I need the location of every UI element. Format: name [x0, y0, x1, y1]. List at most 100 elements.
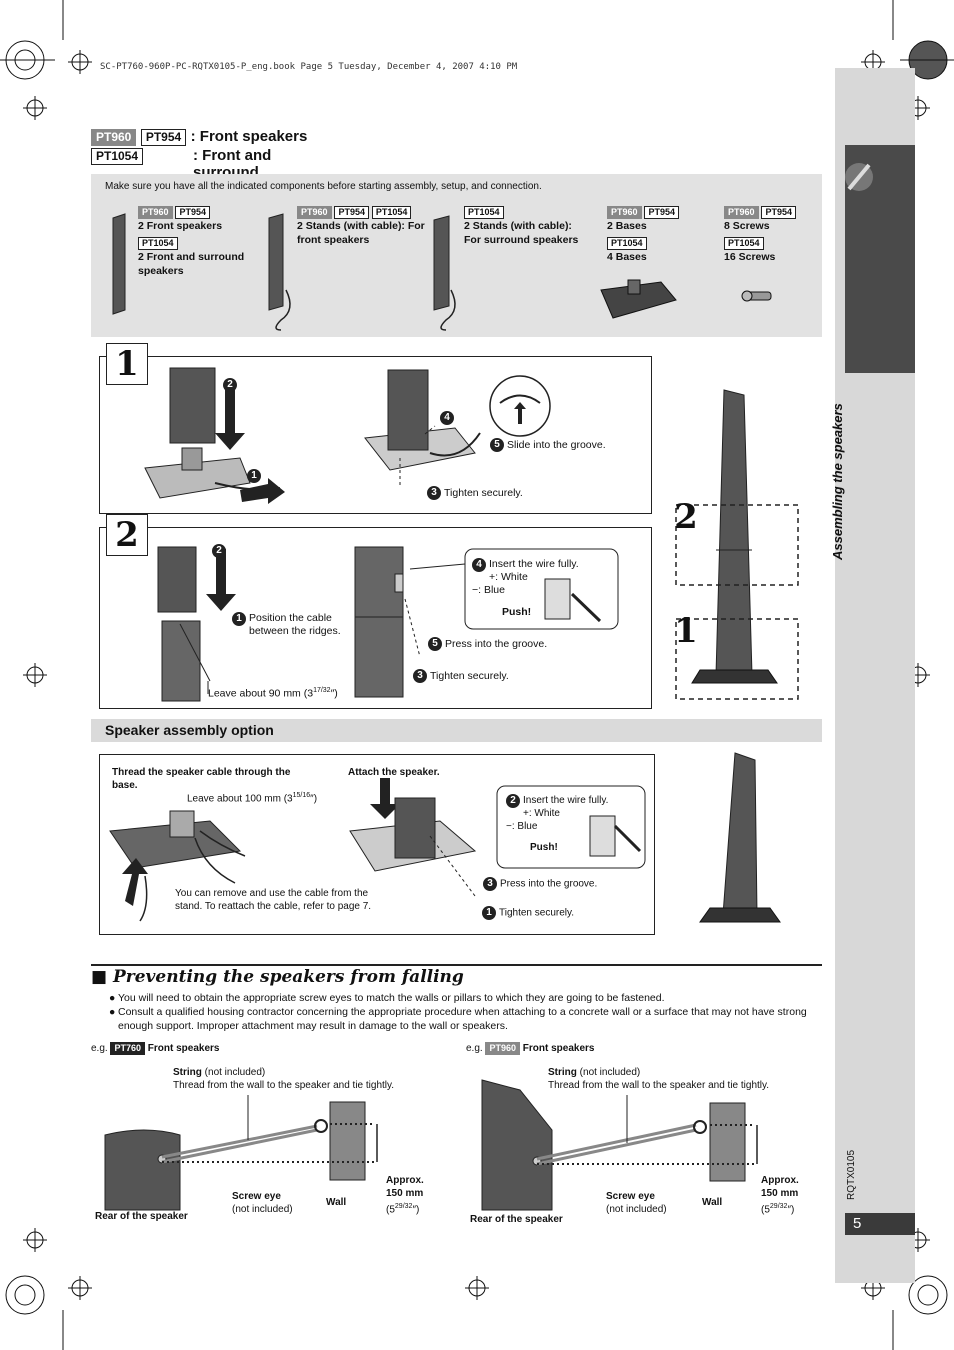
thread-left: Thread from the wall to the speaker and …: [173, 1080, 395, 1091]
step2-number: 2: [106, 514, 148, 556]
option-c1: 1: [482, 906, 496, 920]
tag-pt954: PT954: [761, 206, 796, 219]
screw-eye-right-label: Screw eye: [606, 1191, 655, 1202]
step2-white: +: White: [489, 571, 528, 583]
side-label-2: 2: [674, 497, 698, 537]
screw-icon: [741, 290, 772, 302]
speakers-b-label: 2 Front and surround speakers: [138, 251, 245, 277]
component-speakers: PT960 PT954 2 Front speakers PT1054 2 Fr…: [138, 205, 258, 278]
rear-left: Rear of the speaker: [95, 1211, 188, 1222]
doc-code: RQTX0105: [846, 1149, 857, 1200]
eg-right: e.g.: [466, 1043, 483, 1054]
string-left-not-included: (not included): [204, 1067, 266, 1078]
step2-insert: 4 Insert the wire fully. +: White −: Blu…: [472, 558, 612, 619]
section-rule: [91, 964, 822, 966]
step1-callout-4: 4: [440, 409, 457, 427]
option-attach: Attach the speaker.: [348, 767, 440, 778]
step2-tighten-text: Tighten securely.: [430, 669, 509, 682]
example-right-diagram: [481, 1079, 758, 1211]
side-label-1: 1: [674, 611, 698, 651]
tag-pt1054: PT1054: [464, 206, 504, 219]
bullet-2: Consult a qualified housing contractor c…: [118, 1006, 807, 1032]
option-illustration: [109, 778, 646, 922]
option-leave: Leave about 100 mm (315/16″): [187, 789, 317, 805]
bases-a-label: 2 Bases: [607, 220, 647, 232]
stands-front-label: 2 Stands (with cable): For front speaker…: [297, 220, 425, 246]
sidebar-section-title: Assembling the speakers: [830, 403, 845, 560]
tag-pt960: PT960: [724, 206, 759, 219]
step1-tighten-text: Tighten securely.: [444, 486, 523, 499]
title-front-speakers: : Front speakers: [190, 128, 308, 145]
step2-push: Push!: [502, 606, 532, 618]
example-left-caption: e.g. PT760 Front speakers: [91, 1042, 219, 1055]
option-blue: −: Blue: [506, 821, 538, 832]
tag-pt960-right: PT960: [485, 1042, 520, 1055]
stands-surround-label: 2 Stands (with cable): For surround spea…: [464, 220, 579, 246]
step2-leave: Leave about 90 mm (317/32″): [208, 684, 338, 701]
step1-c3: 3: [427, 486, 441, 500]
rear-right: Rear of the speaker: [470, 1214, 563, 1225]
step2-c3: 3: [413, 669, 427, 683]
step2-c1: 1: [232, 612, 246, 626]
tag-pt1054: PT1054: [607, 237, 647, 250]
component-stands-surround: PT1054 2 Stands (with cable): For surrou…: [464, 205, 589, 247]
step2-c2: 2: [212, 543, 226, 558]
file-header: SC-PT760-960P-PC-RQTX0105-P_eng.book Pag…: [100, 62, 518, 72]
tag-pt960: PT960: [138, 206, 173, 219]
page-number-text: 5: [853, 1215, 862, 1232]
tag-pt760: PT760: [110, 1042, 145, 1055]
thread-right: Thread from the wall to the speaker and …: [548, 1080, 770, 1091]
tag-pt954: PT954: [334, 206, 369, 219]
components-intro: Make sure you have all the indicated com…: [105, 181, 542, 192]
bases-b-label: 4 Bases: [607, 251, 647, 263]
step2-c4: 4: [472, 558, 486, 572]
approx-right-label: Approx. 150 mm: [761, 1175, 799, 1199]
front-speakers-left: Front speakers: [147, 1043, 220, 1054]
screws-a-label: 8 Screws: [724, 220, 770, 232]
step1-c4: 4: [440, 410, 454, 425]
string-right: String (not included) Thread from the wal…: [548, 1066, 769, 1092]
step2-leave-text: Leave about 90 mm (3: [208, 687, 314, 700]
preventing-title-text: Preventing the speakers from falling: [112, 967, 464, 987]
option-tighten-text: Tighten securely.: [499, 907, 575, 919]
approx-left-frac: 29/32: [394, 1203, 413, 1210]
approx-right: Approx. 150 mm(529/32″): [761, 1174, 816, 1216]
components-illustrations: [112, 213, 772, 331]
option-c3: 3: [483, 877, 497, 891]
option-leave-text: Leave about 100 mm (3: [187, 793, 293, 805]
string-left-label: String: [173, 1067, 202, 1078]
tag-pt1054: PT1054: [138, 237, 178, 250]
screws-b-label: 16 Screws: [724, 251, 776, 263]
example-right-caption: e.g. PT960 Front speakers: [466, 1042, 594, 1055]
string-right-label: String: [548, 1067, 577, 1078]
option-insert: 2 Insert the wire fully. +: White −: Blu…: [506, 794, 646, 854]
step1-number: 1: [106, 343, 148, 385]
option-remove: You can remove and use the cable from th…: [175, 888, 372, 912]
approx-left-label: Approx. 150 mm: [386, 1175, 424, 1199]
component-bases: PT960 PT954 2 Bases PT1054 4 Bases: [607, 205, 707, 264]
step1-illustration: [144, 367, 551, 504]
step2-leave-end: ″): [330, 687, 338, 700]
option-leave-end: ″): [310, 793, 318, 805]
step2-c5: 5: [428, 637, 442, 651]
step2-leave-frac: 17/32: [313, 687, 331, 694]
tag-pt954: PT954: [175, 206, 210, 219]
step2-position-text: Position the cable between the ridges.: [249, 612, 341, 637]
page-number: 5: [845, 1213, 915, 1235]
option-insert-text: Insert the wire fully.: [523, 795, 609, 806]
option-thread: Thread the speaker cable through the bas…: [112, 767, 291, 791]
pencil-icon: [845, 163, 873, 191]
wall-left: Wall: [326, 1197, 347, 1208]
sidebar-dark-block: [845, 145, 915, 373]
speakers-a-label: 2 Front speakers: [138, 220, 223, 232]
model-tag-pt960: PT960: [91, 129, 137, 146]
screw-eye-left-note: (not included): [232, 1204, 293, 1215]
example-left-diagram: [104, 1095, 378, 1211]
string-right-not-included: (not included): [579, 1067, 641, 1078]
option-press-text: Press into the groove.: [500, 878, 598, 890]
